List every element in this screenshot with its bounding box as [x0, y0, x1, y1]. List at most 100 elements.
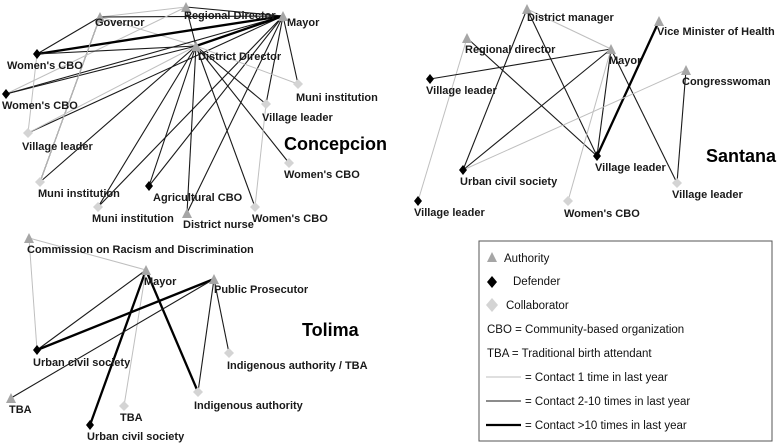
edge-concepcion-muni_institution_2-governor [39, 16, 101, 183]
node-label-concepcion-district_director: District Director [198, 51, 282, 63]
defender-node-tolima-urban_civil_society_2 [86, 420, 94, 430]
legend-contact-10plus-label: = Contact >10 times in last year [525, 420, 687, 432]
node-label-concepcion-mayor: Mayor [287, 17, 320, 29]
edge-concepcion-governor-district_director [99, 16, 197, 47]
node-label-tolima-indigenous_authority: Indigenous authority [194, 400, 304, 412]
legend-authority-label: Authority [504, 253, 550, 265]
node-label-santana-village_leader_3: Village leader [414, 207, 485, 219]
edge-santana-mayor-village_leader_1 [429, 48, 612, 80]
node-label-concepcion-village_leader_2: Village leader [22, 141, 93, 153]
collaborator-node-concepcion-womens_cbo_3 [284, 158, 294, 168]
defender-node-santana-village_leader_3 [414, 196, 422, 206]
edge-concepcion-district_director-muni_institution_1 [195, 45, 299, 85]
edge-concepcion-district_director-district_nurse [186, 45, 197, 214]
edge-concepcion-district_director-muni_institution_3 [97, 45, 197, 208]
authority-node-concepcion-district_nurse [182, 208, 192, 218]
edge-concepcion-district_director-muni_institution_2 [39, 45, 197, 183]
edge-tolima-mayor-urban_civil_society_1 [36, 269, 147, 351]
node-label-concepcion-womens_cbo_4: Women's CBO [252, 213, 328, 225]
collaborator-node-santana-womens_cbo [563, 196, 573, 206]
node-label-concepcion-womens_cbo_3: Women's CBO [284, 169, 360, 181]
node-label-concepcion-agricultural_cbo: Agricultural CBO [153, 192, 243, 204]
legend-cbo-note: CBO = Community-based organization [487, 324, 684, 336]
legend-contact-2-10-label: = Contact 2-10 times in last year [525, 396, 690, 408]
authority-node-santana-district_manager [522, 4, 532, 14]
edge-santana-congresswoman-village_leader_4 [676, 69, 687, 184]
network-name-tolima: Tolima [302, 320, 360, 340]
node-label-santana-village_leader_1: Village leader [426, 85, 497, 97]
node-label-concepcion-village_leader_1: Village leader [262, 112, 333, 124]
defender-node-tolima-urban_civil_society_1 [33, 345, 41, 355]
edge-concepcion-regional_director-mayor [185, 6, 284, 17]
node-label-tolima-mayor: Mayor [144, 276, 177, 288]
authority-node-santana-congresswoman [681, 65, 691, 75]
node-label-concepcion-district_nurse: District nurse [183, 219, 254, 231]
authority-node-concepcion-district_director [191, 41, 201, 51]
node-label-santana-village_leader_2: Village leader [595, 162, 666, 174]
edge-santana-congresswoman-urban_civil_society [462, 69, 687, 171]
collaborator-node-concepcion-muni_institution_3 [93, 202, 103, 212]
legend-tba-note: TBA = Traditional birth attendant [487, 348, 652, 360]
node-label-santana-vice_minister: Vice Minister of Health [657, 26, 775, 38]
authority-node-concepcion-regional_director [181, 2, 191, 12]
node-label-concepcion-muni_institution_1: Muni institution [296, 92, 378, 104]
authority-node-tolima-commission [24, 233, 34, 243]
edge-concepcion-mayor-district_director [195, 14, 284, 48]
network-name-santana: Santana [706, 146, 777, 166]
legend-collaborator-icon [486, 298, 498, 312]
edge-tolima-commission-mayor [28, 237, 147, 271]
edge-santana-mayor-village_leader_4 [610, 48, 678, 184]
edge-tolima-public_prosecutor-indigenous_authority [197, 278, 215, 393]
edge-tolima-public_prosecutor-indigenous_authority_tba [213, 278, 230, 354]
collaborator-node-santana-village_leader_4 [672, 178, 682, 188]
edge-tolima-public_prosecutor-tba_1 [10, 278, 215, 399]
edge-concepcion-mayor-womens_cbo_2 [5, 15, 284, 95]
edge-concepcion-mayor-village_leader_1 [265, 15, 284, 105]
legend-defender-label: Defender [513, 276, 560, 288]
node-label-tolima-public_prosecutor: Public Prosecutor [214, 284, 309, 296]
legend-authority-icon [487, 252, 497, 262]
edge-concepcion-mayor-muni_institution_3 [97, 15, 284, 208]
edge-concepcion-womens_cbo_4-village_leader_1 [254, 103, 267, 208]
node-label-tolima-indigenous_authority_tba: Indigenous authority / TBA [227, 360, 368, 372]
edge-concepcion-mayor-muni_institution_1 [282, 15, 299, 85]
legend-collaborator-label: Collaborator [506, 300, 569, 312]
node-label-concepcion-regional_director: Regional Director [184, 10, 276, 22]
edge-concepcion-governor-regional_director [99, 6, 187, 18]
edge-concepcion-district_director-village_leader_2 [27, 45, 197, 134]
edge-santana-mayor-urban_civil_society [462, 48, 612, 171]
legend-defender-icon [487, 276, 497, 288]
node-label-concepcion-womens_cbo_2: Women's CBO [2, 100, 78, 112]
legend: Authority Defender Collaborator CBO = Co… [478, 240, 773, 442]
edge-tolima-public_prosecutor-urban_civil_society_1 [36, 277, 215, 352]
defender-node-concepcion-agricultural_cbo [145, 181, 153, 191]
edge-tolima-mayor-urban_civil_society_2 [88, 269, 148, 426]
node-label-tolima-commission: Commission on Racism and Discrimination [27, 244, 254, 256]
node-label-concepcion-governor: Governor [95, 17, 145, 29]
edge-concepcion-district_director-womens_cbo_3 [195, 45, 290, 164]
authority-node-tolima-mayor [141, 265, 151, 275]
collaborator-node-concepcion-village_leader_2 [23, 128, 33, 138]
authority-node-santana-vice_minister [654, 16, 664, 26]
node-label-santana-congresswoman: Congresswoman [682, 76, 771, 88]
node-label-tolima-urban_civil_society_1: Urban civil society [33, 357, 131, 369]
authority-node-tolima-public_prosecutor [209, 274, 219, 284]
authority-node-concepcion-mayor [278, 11, 288, 21]
node-label-tolima-tba_2: TBA [120, 412, 143, 424]
collaborator-node-tolima-indigenous_authority [193, 387, 203, 397]
edge-santana-vice_minister-village_leader_2 [595, 20, 661, 157]
edge-santana-district_manager-village_leader_2 [526, 8, 598, 157]
defender-node-concepcion-womens_cbo_2 [2, 89, 10, 99]
edge-concepcion-district_director-womens_cbo_2 [5, 45, 197, 95]
edge-concepcion-governor-mayor [99, 15, 284, 18]
defender-node-santana-village_leader_1 [426, 74, 434, 84]
node-label-tolima-urban_civil_society_2: Urban civil society [87, 431, 185, 443]
node-label-santana-urban_civil_society: Urban civil society [460, 176, 558, 188]
edge-concepcion-governor-womens_cbo_1 [36, 16, 101, 55]
defender-node-santana-urban_civil_society [459, 165, 467, 175]
edge-tolima-commission-urban_civil_society_1 [28, 237, 38, 351]
collaborator-node-concepcion-womens_cbo_4 [250, 202, 260, 212]
edge-santana-district_manager-urban_civil_society [462, 8, 528, 171]
edge-santana-mayor-womens_cbo [567, 48, 612, 202]
